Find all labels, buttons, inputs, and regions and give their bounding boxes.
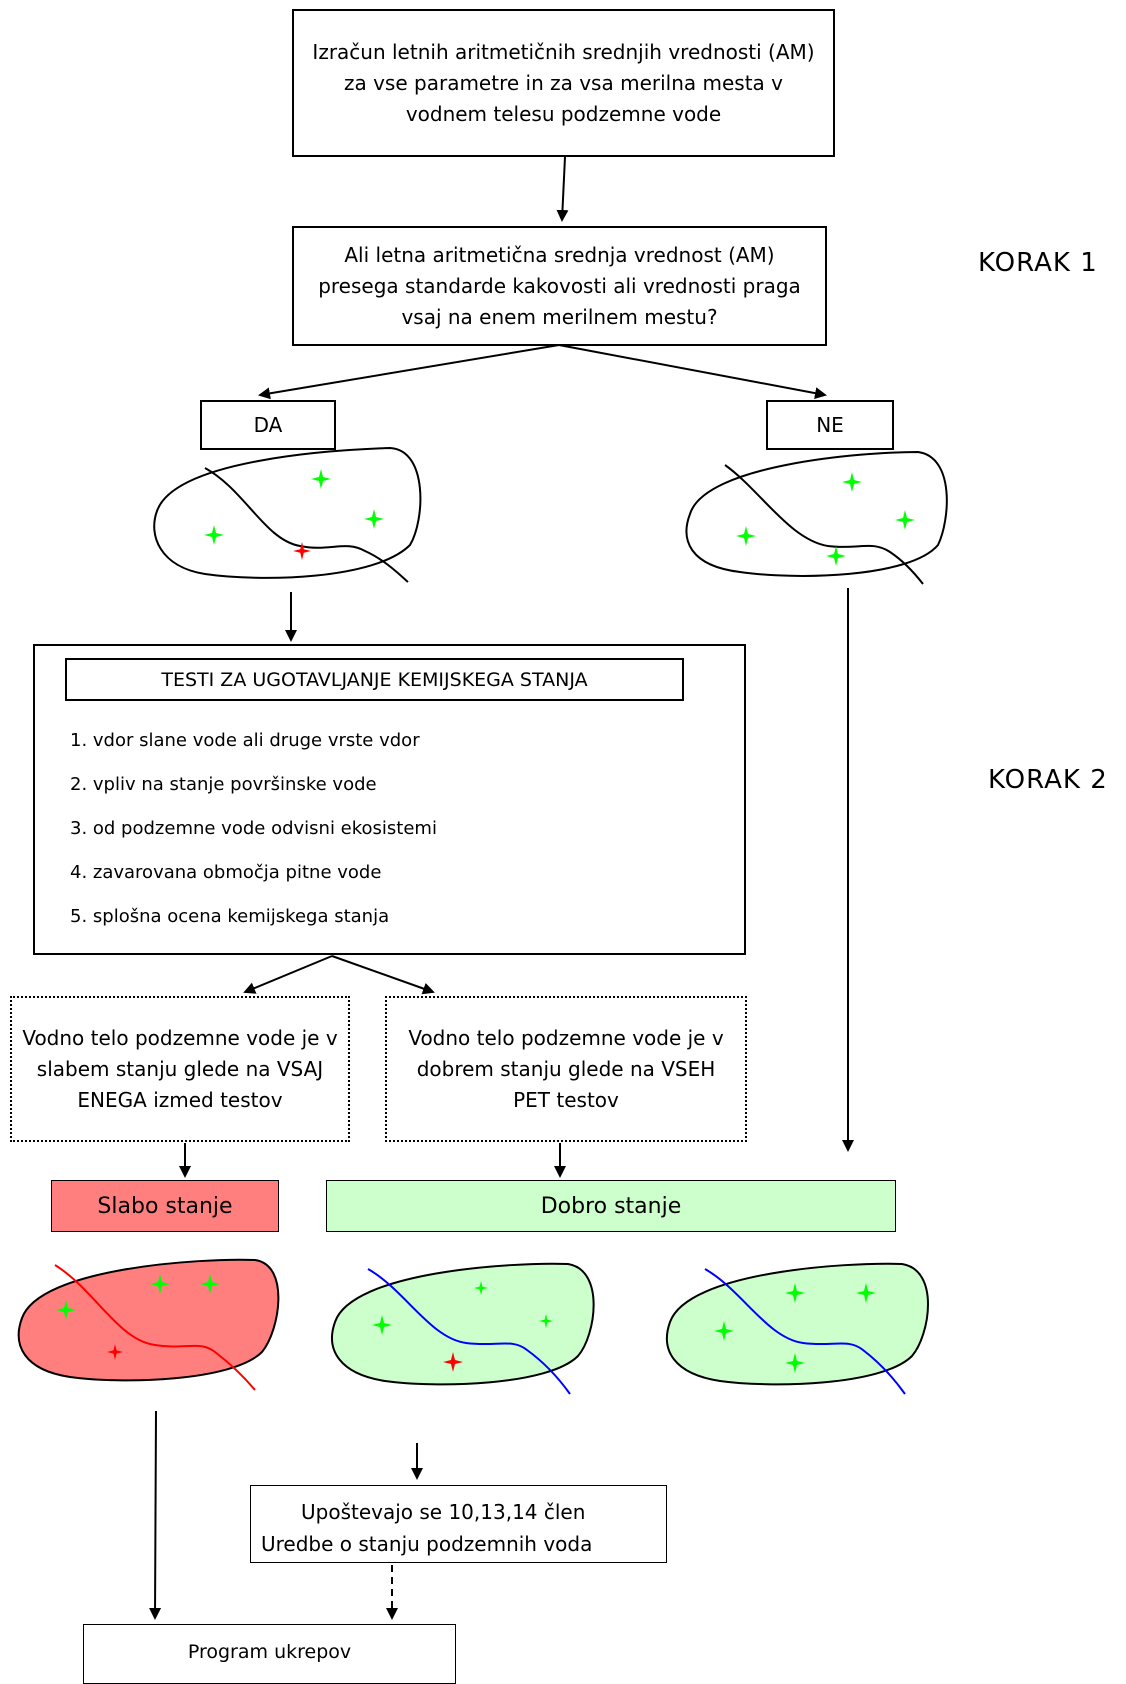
step-1-label: KORAK 1 <box>978 248 1098 278</box>
poor-result-text: Vodno telo podzemne vode je v slabem sta… <box>22 1025 338 1112</box>
chemical-status-tests-box: TESTI ZA UGOTAVLJANJE KEMIJSKEGA STANJA … <box>33 644 746 955</box>
good-status-label: Dobro stanje <box>540 1193 682 1219</box>
exceedance-question-box: Ali letna aritmetična srednja vrednost (… <box>292 226 827 346</box>
poor-status-label: Slabo stanje <box>97 1193 233 1219</box>
tests-title: TESTI ZA UGOTAVLJANJE KEMIJSKEGA STANJA <box>161 668 588 691</box>
arrow-poor-to-measures <box>149 1410 162 1620</box>
good-status-box: Dobro stanje <box>326 1180 896 1232</box>
good-result-box: Vodno telo podzemne vode je v dobrem sta… <box>385 996 747 1142</box>
test-item-3: 3. od podzemne vode odvisni ekosistemi <box>70 818 437 839</box>
regulation-box: Upoštevajo se 10,13,14 člen Uredbe o sta… <box>250 1485 667 1563</box>
poor-result-box: Vodno telo podzemne vode je v slabem sta… <box>10 996 350 1142</box>
poor-status-box: Slabo stanje <box>51 1180 279 1232</box>
groundwater-body-blob-poor <box>17 1258 280 1391</box>
measures-text: Program ukrepov <box>187 1641 352 1663</box>
no-box: NE <box>766 400 894 450</box>
arrow-question-to-da <box>258 344 560 400</box>
arrow-tests-to-poor <box>243 955 333 994</box>
test-item-4: 4. zavarovana območja pitne vode <box>70 862 382 883</box>
arrow-question-to-ne <box>558 344 827 400</box>
regulation-text: Upoštevajo se 10,13,14 člen Uredbe o sta… <box>261 1500 593 1556</box>
measures-box: Program ukrepov <box>83 1624 456 1684</box>
test-item-5: 5. splošna ocena kemijskega stanja <box>70 906 390 927</box>
groundwater-body-blob-ne <box>685 450 948 585</box>
step-2-label: KORAK 2 <box>988 765 1108 795</box>
arrow-tests-to-good <box>331 955 435 995</box>
groundwater-body-blob-good <box>665 1262 929 1395</box>
diagram-connectors <box>17 156 948 1620</box>
yes-label: DA <box>253 412 283 437</box>
good-result-text: Vodno telo podzemne vode je v dobrem sta… <box>408 1025 724 1112</box>
no-label: NE <box>816 412 844 437</box>
yes-box: DA <box>200 400 336 450</box>
exceedance-question-text: Ali letna aritmetična srednja vrednost (… <box>318 242 801 329</box>
tests-title-box: TESTI ZA UGOTAVLJANJE KEMIJSKEGA STANJA <box>65 658 684 701</box>
groundwater-body-blob-good-mixed <box>331 1262 595 1395</box>
compute-averages-text: Izračun letnih aritmetičnih srednjih vre… <box>312 39 815 126</box>
arrow-compute-to-question <box>556 156 569 222</box>
test-item-1: 1. vdor slane vode ali druge vrste vdor <box>70 730 420 751</box>
test-item-2: 2. vpliv na stanje površinske vode <box>70 774 377 795</box>
compute-averages-box: Izračun letnih aritmetičnih srednjih vre… <box>292 9 835 157</box>
groundwater-body-blob-da <box>153 446 422 583</box>
